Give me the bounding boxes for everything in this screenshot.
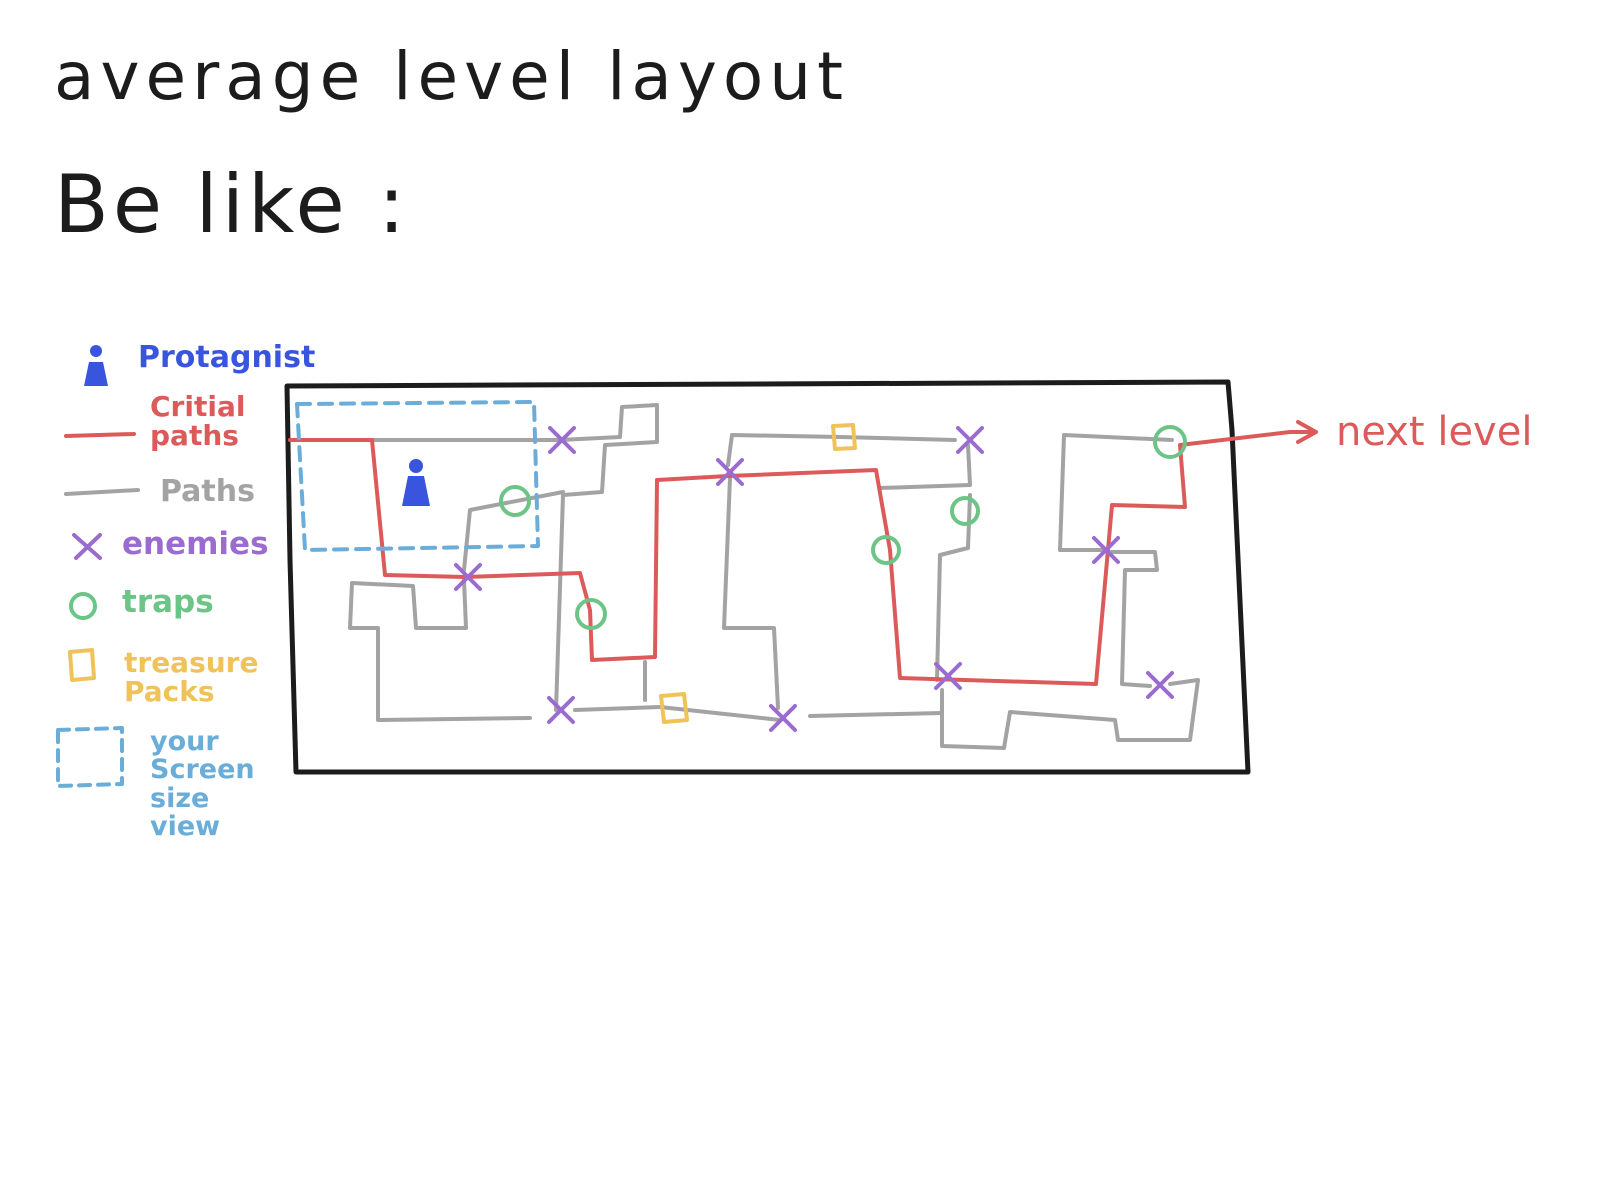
treasure-icon <box>831 423 857 451</box>
enemy-icons <box>454 426 1174 732</box>
enemy-icon <box>769 704 797 732</box>
screen-view-legend-icon <box>56 726 124 788</box>
treasure-icon <box>659 692 689 724</box>
legend-label-treasure-packs: treasure Packs <box>124 646 259 709</box>
enemy-icon <box>547 696 575 724</box>
trap-icons <box>499 425 1187 630</box>
trap-icon <box>1153 425 1187 459</box>
protagonist-legend-icon <box>84 345 108 386</box>
trap-icon <box>871 535 901 565</box>
legend-label-enemies: enemies <box>122 526 269 562</box>
next-level-label: next level <box>1336 409 1532 455</box>
level-boundary <box>284 379 1251 775</box>
trap-icon <box>499 485 531 517</box>
protagonist-icon <box>402 459 430 506</box>
enemy-legend-icon <box>72 533 102 560</box>
side-paths <box>348 403 1200 750</box>
title-line-1: average level layout <box>54 38 850 115</box>
critical-path <box>288 430 1292 686</box>
enemy-icon <box>1146 671 1174 699</box>
treasure-legend-icon <box>68 648 96 682</box>
legend-label-screen-view: your Screen size view <box>150 726 255 843</box>
treasure-icons <box>659 423 857 724</box>
screen-view-box <box>295 400 540 552</box>
legend-label-traps: traps <box>122 584 214 620</box>
title-line-2: Be like : <box>54 158 410 251</box>
trap-legend-icon <box>69 592 97 620</box>
path-legend-line <box>64 488 140 496</box>
enemy-icon <box>934 662 962 690</box>
enemy-icon <box>1092 536 1120 564</box>
critical-path-legend-line <box>64 432 136 438</box>
enemy-icon <box>716 458 744 486</box>
trap-icon <box>575 598 607 630</box>
legend-label-critical-paths: Critial paths <box>150 390 246 453</box>
legend-label-paths: Paths <box>160 474 255 509</box>
enemy-icon <box>956 426 984 454</box>
enemy-icon <box>454 563 482 591</box>
enemy-icon <box>548 426 576 454</box>
next-level-arrow <box>1288 420 1318 444</box>
trap-icon <box>950 496 980 526</box>
legend-label-protagonist: Protagnist <box>138 340 316 375</box>
